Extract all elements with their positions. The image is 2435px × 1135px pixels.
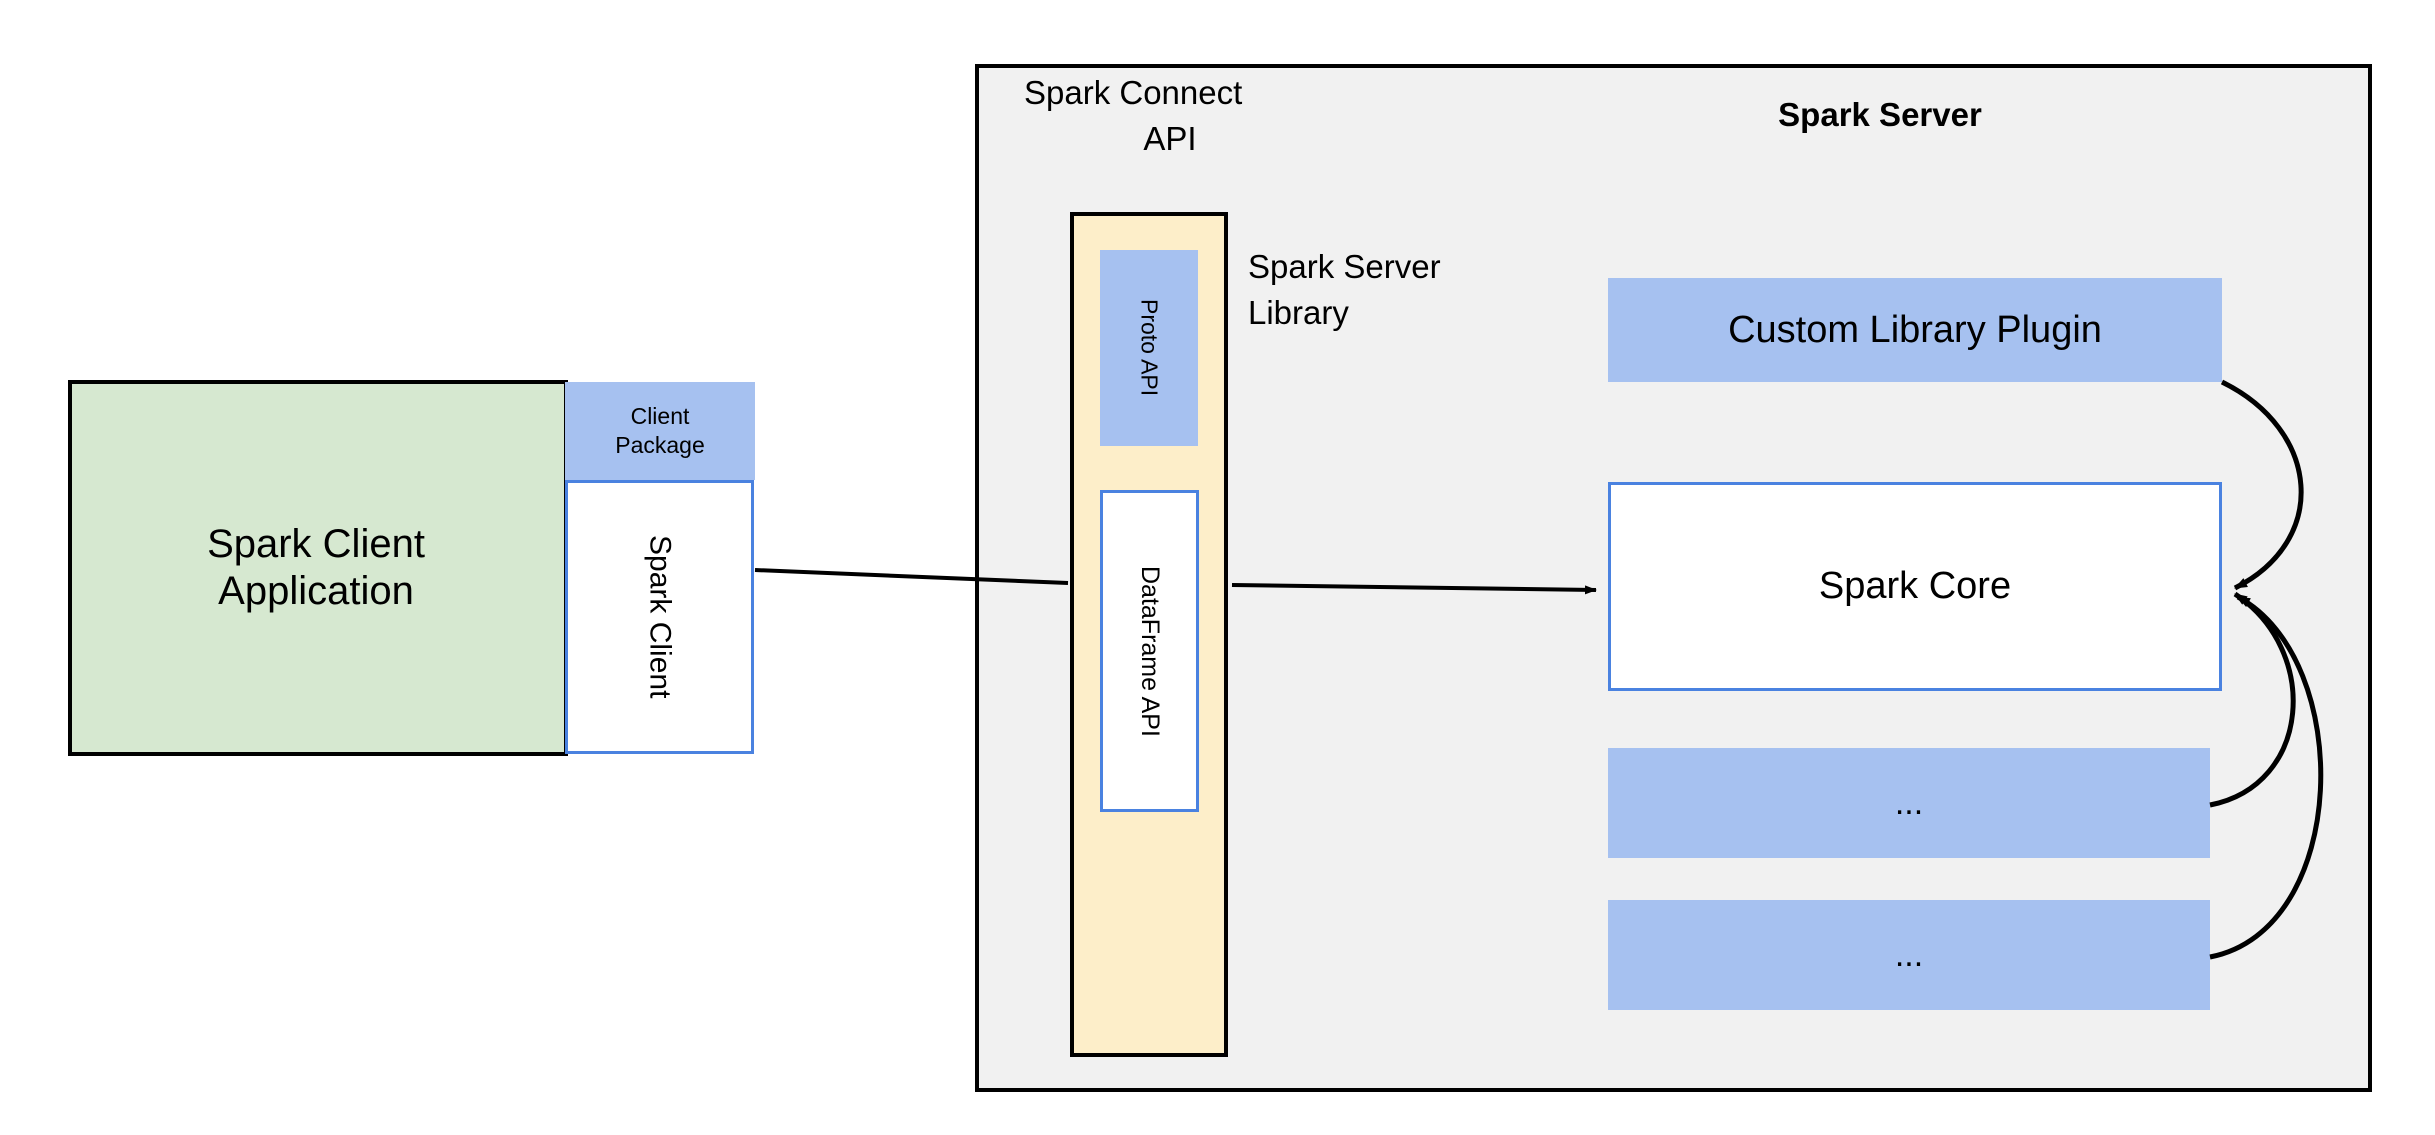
client-package-label: Client Package <box>615 402 705 460</box>
module-placeholder-1-label: ... <box>1894 783 1924 822</box>
module-placeholder-1-box[interactable]: ... <box>1608 748 2210 858</box>
client-application-label-line2: Application <box>218 569 414 613</box>
spark-server-library-label: Spark Server Library <box>1248 244 1548 340</box>
module-placeholder-2-label: ... <box>1894 935 1924 974</box>
proto-api-label: Proto API <box>1136 299 1163 397</box>
client-application-label: Spark Client Application <box>207 521 429 615</box>
custom-library-plugin-label: Custom Library Plugin <box>1728 308 2102 351</box>
spark-connect-api-label-line1: Spark Connect <box>1024 74 1243 111</box>
dataframe-api-label: DataFrame API <box>1136 565 1164 737</box>
spark-core-box[interactable]: Spark Core <box>1608 482 2222 691</box>
spark-client-box[interactable]: Spark Client <box>565 480 754 754</box>
spark-connect-api-label-line2: API <box>1143 119 1197 157</box>
spark-core-label: Spark Core <box>1818 565 2012 607</box>
spark-server-library-label-line2: Library <box>1248 293 1349 331</box>
client-package-label-line1: Client <box>630 403 690 430</box>
spark-client-label: Spark Client <box>643 535 677 699</box>
proto-api-box[interactable]: Proto API <box>1100 250 1198 446</box>
dataframe-api-box[interactable]: DataFrame API <box>1100 490 1199 812</box>
spark-server-library-label-line1: Spark Server <box>1248 248 1441 285</box>
module-placeholder-2-box[interactable]: ... <box>1608 900 2210 1010</box>
spark-server-title: Spark Server <box>1778 96 1982 133</box>
spark-client-application-box[interactable]: Spark Client Application <box>68 380 568 756</box>
client-package-box[interactable]: Client Package <box>565 382 755 480</box>
spark-connect-api-label: Spark Connect API <box>1010 66 1330 158</box>
custom-library-plugin-box[interactable]: Custom Library Plugin <box>1608 278 2222 382</box>
client-package-label-line2: Package <box>615 432 705 458</box>
client-application-label-line1: Spark Client <box>207 521 425 566</box>
